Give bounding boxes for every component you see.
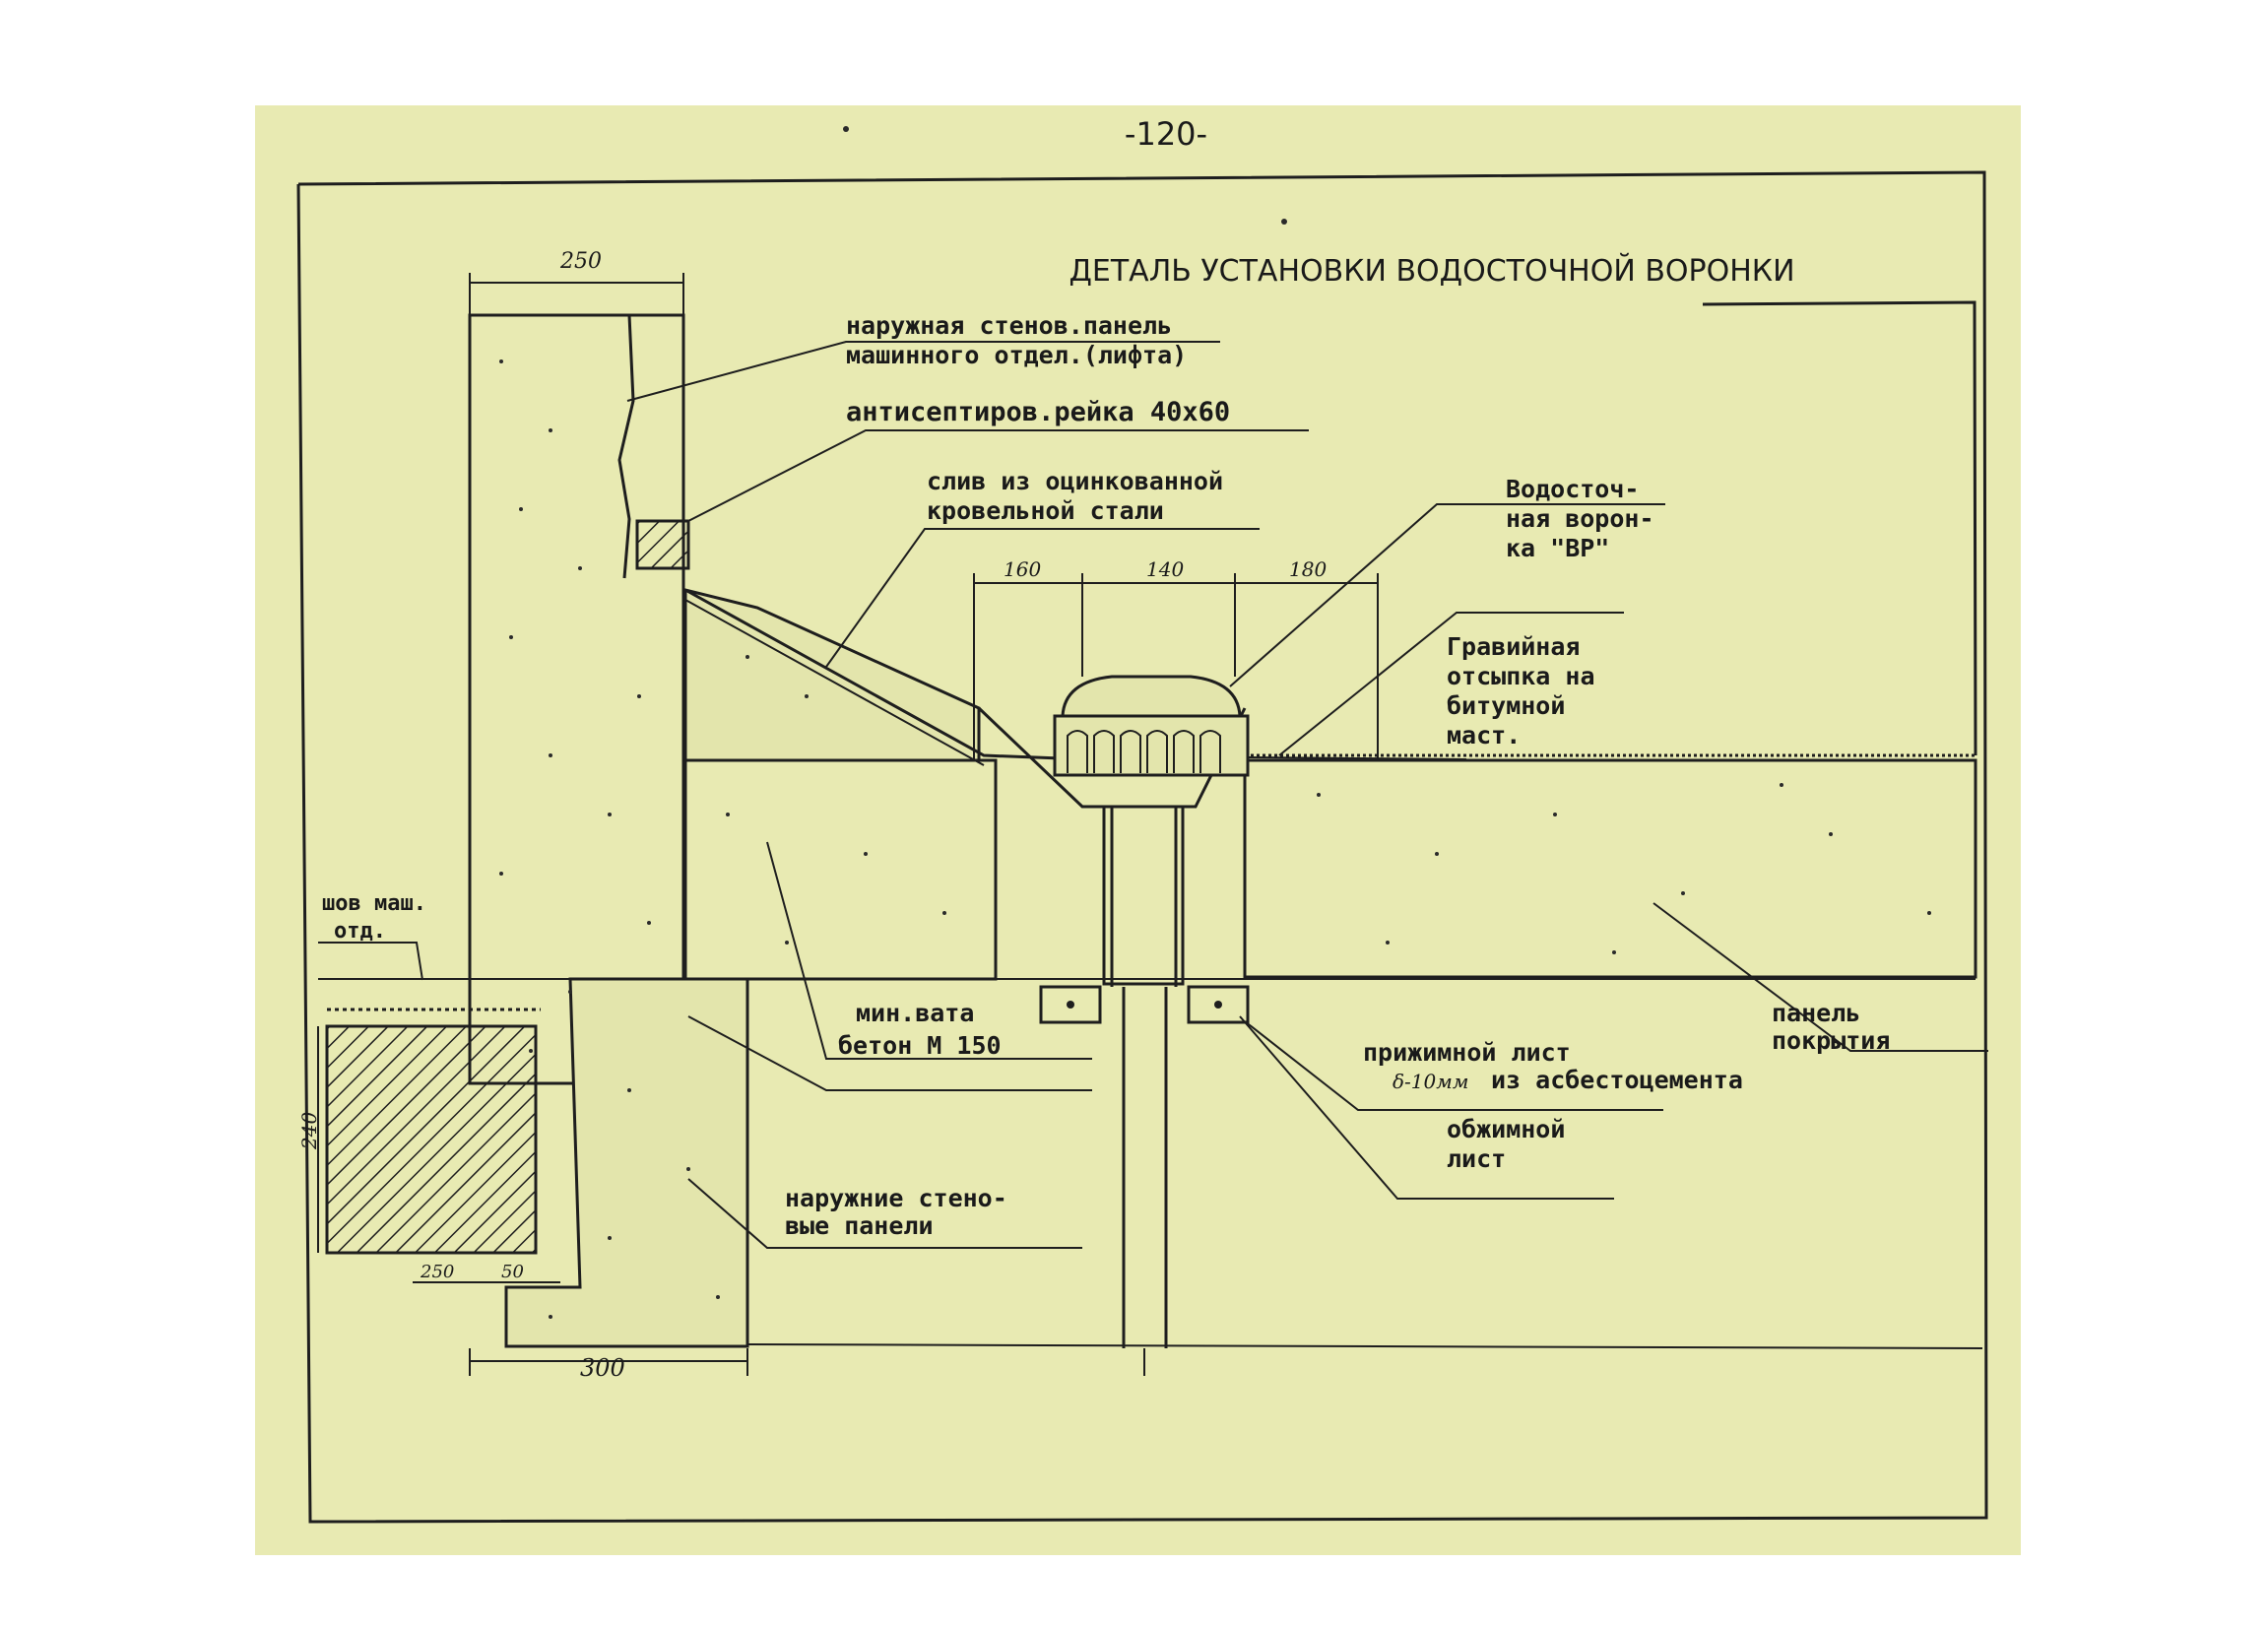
dim-bottom-small2: 50: [501, 1262, 524, 1282]
label-outer-panel-1: наружная стенов.панель: [846, 311, 1172, 340]
label-outer-panel-2: машинного отдел.(лифта): [846, 341, 1187, 369]
label-funnel-2: ная ворон-: [1506, 504, 1654, 533]
dim-bottom-small: 250: [420, 1262, 454, 1282]
right-wall-outline: [1702, 300, 1977, 756]
label-gravel-3: битумной: [1447, 691, 1565, 720]
drawing-sheet: -120- ДЕТАЛЬ УСТАНОВКИ ВОДОСТОЧНОЙ ВОРОН…: [255, 105, 2021, 1555]
label-clamp-2: из асбестоцемента: [1491, 1066, 1743, 1094]
label-funnel-3: ка "ВР": [1506, 534, 1609, 562]
dim-top-width: 250: [559, 249, 602, 274]
label-seam-1: шов маш.: [322, 891, 426, 916]
label-gravel-1: Гравийная: [1447, 632, 1580, 661]
page-number: -120-: [1125, 115, 1207, 153]
dim-d1: 160: [1004, 557, 1041, 581]
label-crimp-1: обжимной: [1447, 1115, 1565, 1143]
label-crimp-2: лист: [1447, 1144, 1506, 1173]
label-roof-panel-2: покрытия: [1772, 1026, 1890, 1055]
hatched-slab: [325, 1024, 538, 1255]
label-clamp-thk: δ-10мм: [1393, 1070, 1468, 1093]
label-walls-2: вые панели: [785, 1211, 934, 1240]
label-drain-1: слив из оцинкованной: [927, 467, 1223, 495]
dim-height-left: 240: [297, 1112, 321, 1150]
label-roof-panel-1: панель: [1772, 999, 1860, 1027]
concrete-texture: [499, 126, 1931, 1319]
label-drain-2: кровельной стали: [927, 496, 1164, 525]
dimension-lines: [317, 273, 1379, 1376]
label-clamp-1: прижимной лист: [1363, 1038, 1571, 1067]
drawing-title: ДЕТАЛЬ УСТАНОВКИ ВОДОСТОЧНОЙ ВОРОНКИ: [1069, 253, 1794, 289]
leader-lines: [318, 341, 1988, 1249]
label-gravel-2: отсыпка на: [1447, 662, 1595, 690]
dim-d2: 140: [1146, 557, 1184, 581]
downpipe: [1122, 987, 1168, 1376]
label-funnel-1: Водосточ-: [1506, 475, 1639, 503]
roof-panel: [1243, 753, 1977, 979]
label-rail: антисептиров.рейка 40х60: [846, 397, 1230, 427]
label-seam-2: отд.: [334, 919, 386, 944]
dim-bottom-width: 300: [580, 1354, 625, 1382]
label-gravel-4: маст.: [1447, 721, 1521, 749]
drawing-frame: [296, 170, 1988, 1524]
antiseptic-rail: [635, 519, 690, 570]
label-concrete: бетон М 150: [838, 1031, 1002, 1060]
clamp-sheet: [1039, 985, 1250, 1024]
label-walls-1: наружние стено-: [785, 1184, 1007, 1212]
drain-flashing: [683, 588, 1113, 766]
funnel-cap: [1053, 675, 1250, 777]
callout-labels: наружная стенов.панель машинного отдел.(…: [322, 311, 1890, 1240]
label-wool: мин.вата: [856, 999, 974, 1027]
dim-d3: 180: [1289, 557, 1327, 581]
